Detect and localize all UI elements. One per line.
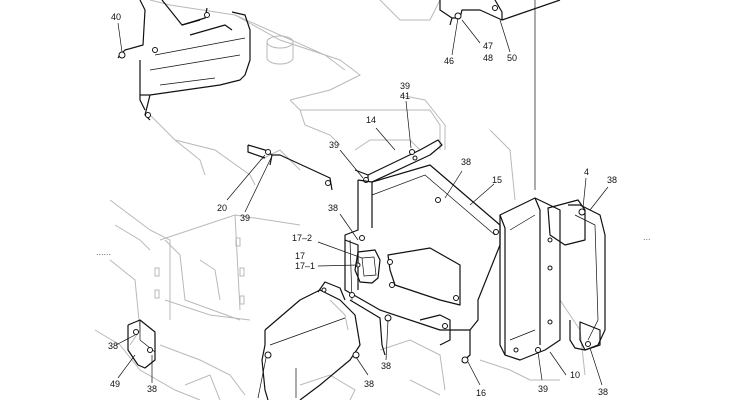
- mounting-bracket-20: [247, 144, 333, 191]
- callout-46: 46: [444, 56, 454, 66]
- callout-17: 17: [295, 251, 305, 261]
- callout-38-f: 38: [364, 379, 374, 389]
- callout-14: 14: [366, 115, 376, 125]
- callout-4: 4: [584, 167, 589, 177]
- lower-center-cover: [261, 281, 361, 400]
- callout-39-c: 39: [240, 213, 250, 223]
- lower-front-panel-16: [344, 239, 471, 364]
- callout-40: 40: [111, 12, 121, 22]
- continuation-mark-right: ...: [643, 232, 651, 242]
- top-channel-rail-14: [354, 139, 443, 183]
- callout-41: 41: [400, 91, 410, 101]
- lower-left-bracket-49: [127, 319, 156, 369]
- callout-15: 15: [492, 175, 502, 185]
- callout-38-h: 38: [598, 387, 608, 397]
- callout-38-e: 38: [147, 384, 157, 394]
- callout-10: 10: [570, 370, 580, 380]
- callout-38-b: 38: [607, 175, 617, 185]
- callout-labels: 40 46 47 48 50 39 41 14 39 38 15 4 38 20…: [108, 12, 617, 398]
- callout-38-d: 38: [108, 341, 118, 351]
- side-door-panel-4: [547, 199, 606, 351]
- callout-50: 50: [507, 53, 517, 63]
- upper-left-cover-bracket: [117, 0, 251, 121]
- callout-16: 16: [476, 388, 486, 398]
- callout-17-2: 17–2: [292, 233, 312, 243]
- callout-39-b: 39: [329, 140, 339, 150]
- cover-plate-17: [354, 249, 381, 284]
- callout-48: 48: [483, 53, 493, 63]
- callout-17-1: 17–1: [295, 261, 315, 271]
- radiator-unit-10: [499, 197, 561, 361]
- callout-49: 49: [110, 379, 120, 389]
- machine-frame-outline: [94, 0, 586, 400]
- callout-39-d: 39: [538, 384, 548, 394]
- callout-38-a: 38: [461, 157, 471, 167]
- callout-38-c: 38: [328, 203, 338, 213]
- callout-38-g: 38: [381, 361, 391, 371]
- upper-right-bracket: [439, 0, 561, 190]
- callout-47: 47: [483, 41, 493, 51]
- frame-slots: [154, 237, 245, 305]
- callout-20: 20: [217, 203, 227, 213]
- continuation-mark-left: ......: [96, 247, 111, 257]
- callout-39-a: 39: [400, 81, 410, 91]
- callout-leader-lines: [115, 17, 609, 399]
